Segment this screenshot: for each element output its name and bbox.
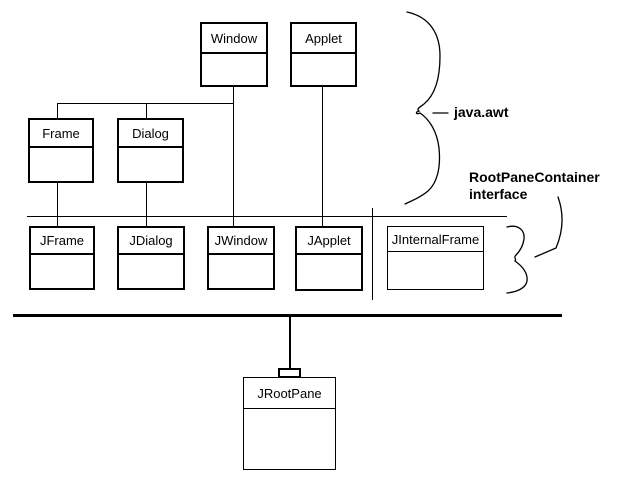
class-box-jframe: JFrame — [29, 226, 95, 290]
class-label: Frame — [42, 125, 80, 141]
java-awt-brace-icon — [404, 11, 441, 205]
rootpane-bus-line — [13, 314, 562, 317]
class-label: JDialog — [129, 233, 173, 248]
class-label: Dialog — [132, 125, 169, 141]
class-box-jinternalframe: JInternalFrame — [387, 226, 484, 290]
class-box-dialog: Dialog — [117, 118, 184, 183]
class-box-window: Window — [200, 22, 268, 87]
class-label: JApplet — [307, 233, 351, 248]
class-title-frame: Frame — [30, 120, 92, 148]
class-label: JRootPane — [257, 385, 322, 401]
class-title-dialog: Dialog — [119, 120, 182, 148]
interface-pointer-line — [534, 196, 563, 258]
jinternalframe-divider-line — [372, 208, 373, 300]
class-title-jwindow: JWindow — [209, 228, 273, 255]
connector-frame-to-jframe — [57, 183, 58, 226]
interface-brace-icon — [506, 225, 528, 294]
class-box-japplet: JApplet — [295, 226, 363, 291]
class-label: JFrame — [39, 233, 85, 248]
class-title-jrootpane: JRootPane — [244, 378, 335, 409]
class-label: Window — [210, 30, 258, 46]
interface-annotation-name: RootPaneContainer — [469, 169, 600, 185]
connector-bus-to-jrootpane — [289, 317, 291, 368]
class-label: JInternalFrame — [391, 231, 480, 247]
class-box-frame: Frame — [28, 118, 94, 183]
connector-dialog-to-jdialog — [146, 183, 147, 226]
connector-branch-to-frame — [57, 103, 58, 118]
class-title-jinternalframe: JInternalFrame — [388, 227, 483, 252]
package-annotation: java.awt — [454, 104, 509, 120]
class-label: Applet — [305, 30, 342, 46]
class-label: JWindow — [214, 233, 268, 248]
class-box-jwindow: JWindow — [207, 226, 275, 290]
connector-applet-to-japplet — [322, 86, 323, 226]
class-box-jdialog: JDialog — [117, 226, 185, 290]
class-title-window: Window — [202, 24, 266, 54]
class-title-japplet: JApplet — [297, 228, 361, 255]
class-title-jdialog: JDialog — [119, 228, 183, 255]
class-title-applet: Applet — [292, 24, 355, 54]
class-box-jrootpane: JRootPane — [243, 377, 336, 470]
class-box-applet: Applet — [290, 22, 357, 87]
class-title-jframe: JFrame — [31, 228, 93, 255]
package-separator-line — [27, 216, 507, 217]
connector-branch-to-dialog — [146, 103, 147, 118]
connector-window-branch — [57, 103, 234, 104]
connector-window-to-jwindow — [233, 86, 234, 226]
interface-annotation-word: interface — [469, 186, 528, 202]
